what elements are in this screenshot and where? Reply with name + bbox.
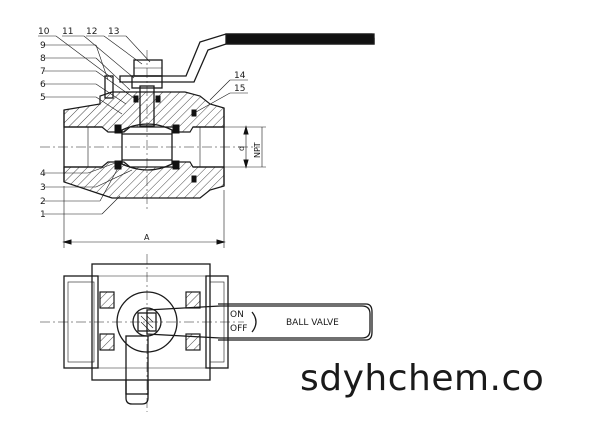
part-15: 15 (234, 84, 245, 94)
part-9: 9 (40, 41, 46, 51)
packing (133, 95, 139, 103)
part-13: 13 (108, 27, 119, 37)
part-4: 4 (40, 169, 46, 179)
dimension-a: A (144, 233, 150, 242)
dimension-d: d (237, 146, 246, 151)
dimensions: A d NPT (62, 125, 266, 248)
off-label: OFF (230, 324, 247, 334)
stop-post-plan (125, 335, 149, 395)
part-10: 10 (38, 27, 50, 37)
direction-arc (251, 311, 257, 333)
part-2: 2 (40, 197, 46, 207)
ball (121, 123, 173, 171)
on-label: ON (230, 310, 244, 320)
part-8: 8 (40, 54, 46, 64)
product-label: BALL VALVE (286, 318, 339, 328)
handle-grip (225, 33, 375, 45)
handle-markings: ON OFF BALL VALVE (230, 310, 339, 334)
dimension-npt: NPT (253, 142, 262, 158)
part-14: 14 (234, 71, 246, 81)
handle-grip-plan (218, 303, 373, 341)
part-1: 1 (40, 210, 46, 220)
part-numbers: 1 2 3 4 5 6 7 8 9 10 11 12 13 14 15 (38, 27, 246, 220)
part-12: 12 (86, 27, 97, 37)
part-5: 5 (40, 93, 46, 103)
part-11: 11 (62, 27, 73, 37)
plan-view (40, 254, 373, 412)
part-6: 6 (40, 80, 46, 90)
seat-right-lower (172, 160, 180, 170)
seat-left-lower (114, 160, 122, 170)
handle-lever-plan (146, 305, 371, 339)
watermark: sdyhchem.co (300, 358, 545, 399)
callout-leaders (38, 35, 248, 215)
part-3: 3 (40, 183, 46, 193)
section-view (40, 33, 375, 210)
seat-right (172, 124, 180, 134)
seat-left (114, 124, 122, 134)
part-7: 7 (40, 67, 46, 77)
